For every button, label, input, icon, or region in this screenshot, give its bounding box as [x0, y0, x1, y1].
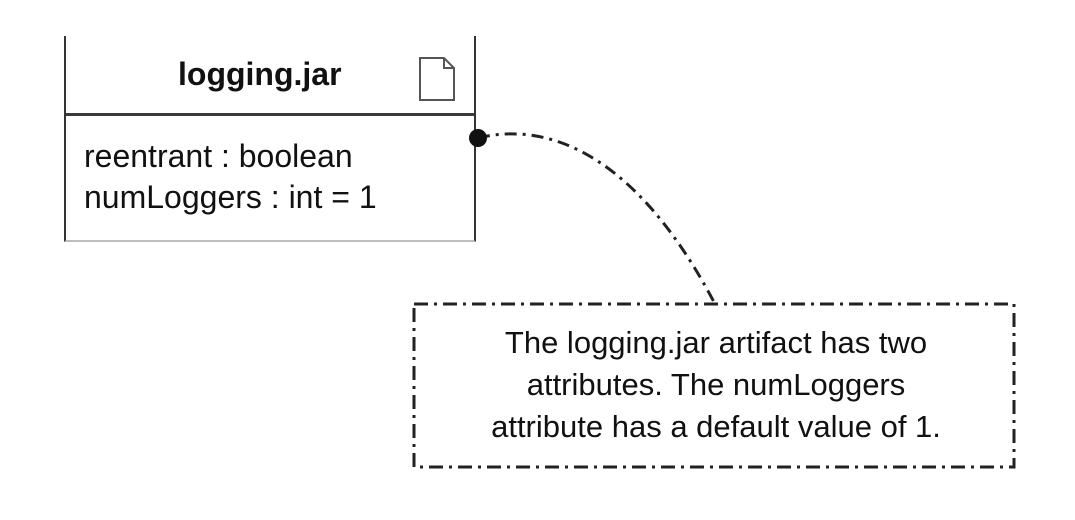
attribute-list: reentrant : boolean numLoggers : int = 1	[84, 136, 377, 218]
note-line: attribute has a default value of 1.	[491, 409, 941, 444]
artifact-name: logging.jar	[178, 56, 342, 92]
note-line: The logging.jar artifact has two	[504, 325, 928, 360]
anchor-dot	[469, 129, 487, 147]
attribute-num-loggers: numLoggers : int = 1	[84, 179, 377, 215]
note-text: The logging.jar artifact has two attribu…	[418, 322, 1014, 448]
note-anchor-line	[477, 132, 717, 305]
artifact-header: logging.jar	[66, 36, 474, 116]
attribute-reentrant: reentrant : boolean	[84, 138, 353, 174]
note-line: attributes. The numLoggers	[526, 367, 906, 402]
note-box	[412, 302, 1016, 469]
document-icon	[419, 57, 455, 101]
artifact-box: logging.jar reentrant : boolean numLogge…	[64, 36, 476, 242]
